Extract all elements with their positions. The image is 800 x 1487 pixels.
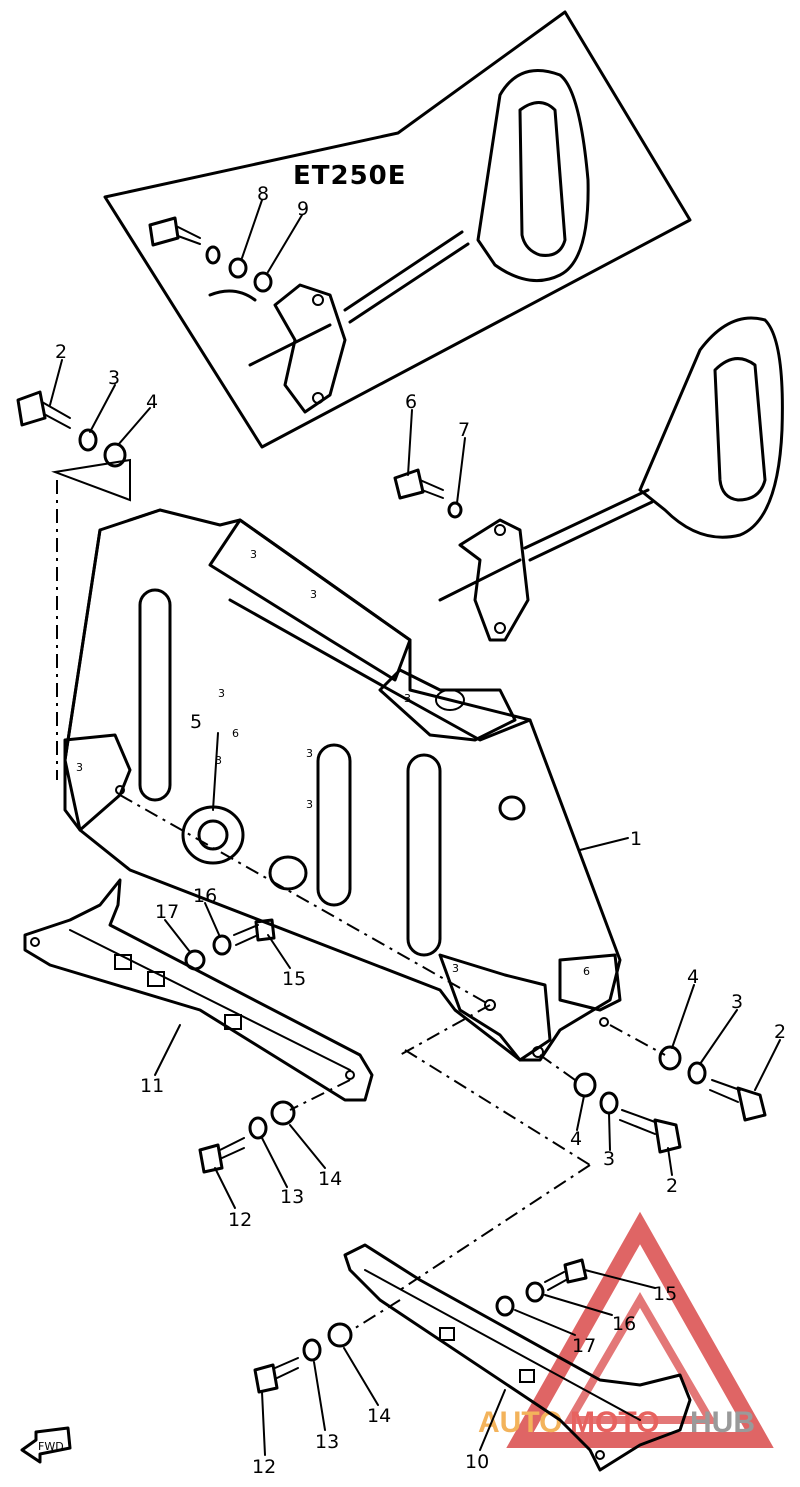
callout-8: 8: [257, 183, 269, 205]
front-arrow: FWD: [20, 1426, 72, 1464]
callout-13-upper: 13: [280, 1186, 304, 1208]
top-left-hardware: [16, 390, 131, 502]
callout-5: 5: [190, 711, 202, 733]
callout-2-right: 2: [774, 1021, 786, 1043]
callout-9: 9: [297, 198, 309, 220]
leader-lines: [49, 359, 781, 1456]
callout-7: 7: [458, 419, 470, 441]
face-mark-3-g: 3: [76, 761, 83, 774]
callout-17-lower: 17: [572, 1335, 596, 1357]
callout-14-upper: 14: [318, 1168, 342, 1190]
rail-11: [23, 878, 374, 1174]
face-mark-6-a: 6: [232, 727, 239, 740]
callout-13-lower: 13: [315, 1431, 339, 1453]
callout-3-top: 3: [108, 367, 120, 389]
frame-body: 3 3 3 6 3 3 3 3 3 3 6: [56, 480, 622, 1062]
callout-16-lower: 16: [612, 1313, 636, 1335]
callout-4-right: 4: [687, 966, 699, 988]
callout-16-upper: 16: [193, 885, 217, 907]
callout-12-lower: 12: [252, 1456, 276, 1478]
face-mark-3-e: 3: [306, 747, 313, 760]
callout-3-lower: 3: [603, 1148, 615, 1170]
callout-2-lower: 2: [666, 1175, 678, 1197]
callout-3-right: 3: [731, 991, 743, 1013]
rail-10: [253, 1004, 692, 1472]
callout-15-lower: 15: [653, 1283, 677, 1305]
callout-2-top: 2: [55, 341, 67, 363]
side-handle: [393, 316, 784, 642]
callout-17-upper: 17: [155, 901, 179, 923]
et250e-inset: ET250E: [103, 10, 692, 449]
face-mark-3-a: 3: [250, 548, 257, 561]
callout-12-upper: 12: [228, 1209, 252, 1231]
face-mark-3-f: 3: [306, 798, 313, 811]
variant-label: ET250E: [293, 161, 407, 191]
face-mark-3-d: 3: [215, 754, 222, 767]
callout-11: 11: [140, 1075, 164, 1097]
watermark-logo: AUTO MOTO HUB: [478, 1211, 774, 1448]
callout-10: 10: [465, 1451, 489, 1473]
face-mark-3-h: 3: [404, 692, 411, 705]
front-arrow-label: FWD: [38, 1440, 64, 1453]
watermark-brand-moto: MOTO: [570, 1406, 659, 1439]
face-mark-3-b: 3: [310, 588, 317, 601]
callouts: 1 2 3 4 5 6 7 8 9 4 3 2 4 3 2 17 16 15 1…: [55, 183, 786, 1478]
watermark-brand-hub: HUB: [690, 1406, 755, 1439]
callout-1: 1: [630, 828, 642, 850]
face-mark-3-c: 3: [218, 687, 225, 700]
callout-6: 6: [405, 391, 417, 413]
callout-4-lower: 4: [570, 1128, 582, 1150]
face-mark-3-i: 3: [452, 962, 459, 975]
callout-15-upper: 15: [282, 968, 306, 990]
callout-4-top: 4: [146, 391, 158, 413]
callout-14-lower: 14: [367, 1405, 391, 1427]
watermark-triangle: [506, 1211, 774, 1448]
face-mark-6-b: 6: [583, 965, 590, 978]
